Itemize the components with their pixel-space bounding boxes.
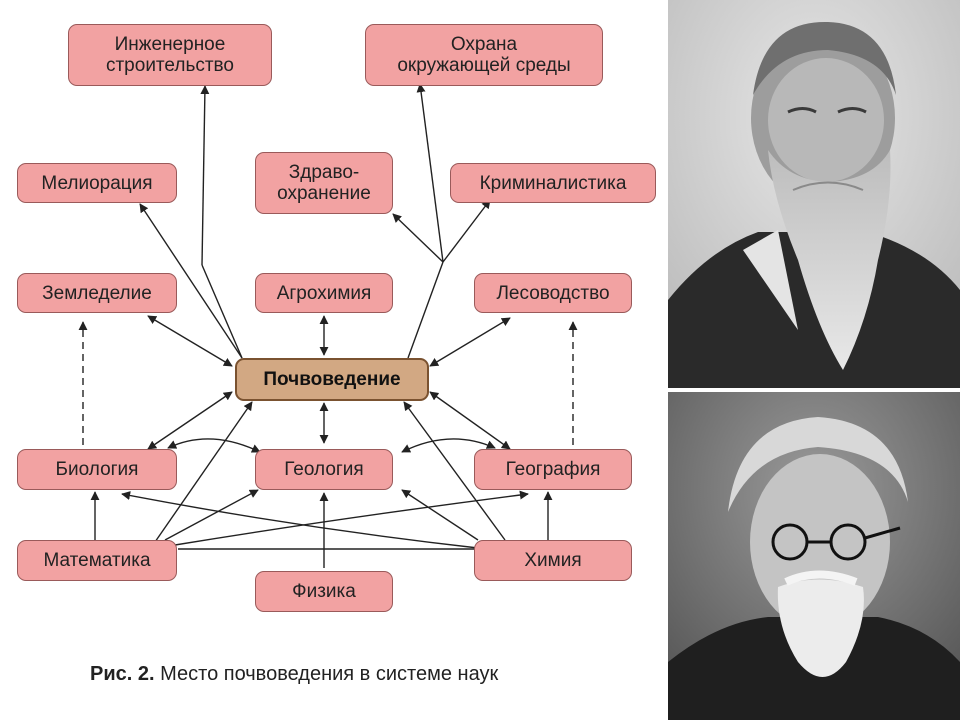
node-mathematics: Математика [17,540,177,581]
portrait-man-with-glasses-photo [668,392,960,720]
arrow-math-soil [154,401,253,543]
node-geology: Геология [255,449,393,490]
soil-science-diagram: Инженерное строительство Охрана окружающ… [17,24,656,686]
arrow-to-engineering [200,85,210,266]
line-soil-fan [407,261,444,359]
arrow-agriculture-soil [147,315,233,367]
node-chemistry: Химия [474,540,632,581]
node-biology: Биология [17,449,177,490]
figure-caption: Рис. 2. Место почвоведения в системе нау… [90,663,498,686]
arrow-biology-soil [147,391,233,450]
node-healthcare: Здраво- охранение [255,152,393,214]
arrow-forestry-soil [429,317,511,367]
node-engineering: Инженерное строительство [68,24,272,86]
node-geography: География [474,449,632,490]
arrow-to-criminalistics [442,199,491,263]
arrow-chem-biology [121,491,479,549]
arrow-geography-soil [429,391,511,450]
arrow-to-healthcare [392,213,444,263]
node-agriculture: Земледелие [17,273,177,313]
arrow-to-environment [416,83,444,263]
caption-label: Рис. 2. [90,663,155,685]
arrow-math-geography [174,490,529,546]
arrow-biology-geology [167,438,261,453]
diagram-arrows [78,83,578,568]
arrow-geology-geography [401,438,496,453]
node-criminalistics: Криминалистика [450,163,656,203]
node-melioration: Мелиорация [17,163,177,203]
portrait-bearded-man-photo [668,0,960,388]
line-engineering-soil [201,264,243,359]
node-forestry: Лесоводство [474,273,632,313]
caption-text: Место почвоведения в системе наук [154,663,499,685]
node-agrochemistry: Агрохимия [255,273,393,313]
node-physics: Физика [255,571,393,612]
node-environment: Охрана окружающей среды [365,24,603,86]
node-soil-science: Почвоведение [235,358,429,401]
arrow-math-geology [164,489,259,541]
arrow-chem-soil [403,401,506,541]
arrow-chem-geology [401,489,479,541]
